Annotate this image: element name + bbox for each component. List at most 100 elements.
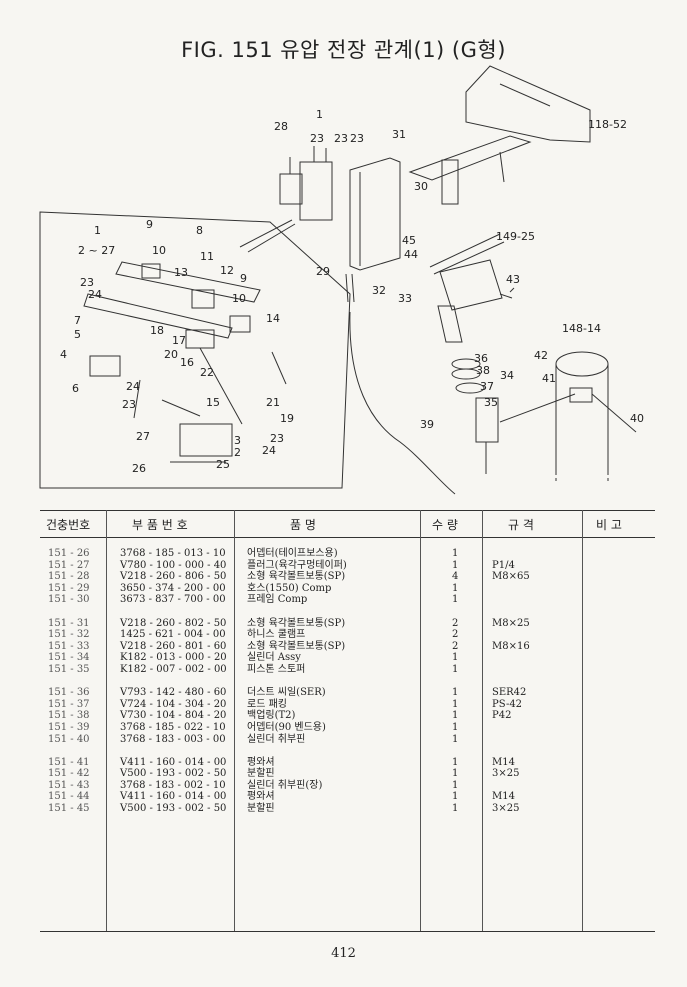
main-frame [465, 65, 591, 143]
cell-no: 151 - 42 [48, 768, 90, 780]
cell-no: 151 - 43 [48, 779, 90, 791]
cell-part: V500 - 193 - 002 - 50 [120, 768, 227, 780]
cell-qty: 1 [452, 733, 459, 745]
cell-name: 소형 육각볼트보통(SP) [247, 617, 346, 629]
cell-qty: 1 [452, 687, 459, 699]
cell-qty: 1 [452, 698, 459, 710]
inset-callout-18: 18 [150, 324, 164, 337]
detail-inset-frame [39, 211, 351, 489]
inset-callout-10a: 10 [152, 244, 166, 257]
inset-callout-8: 8 [196, 224, 203, 237]
cell-no: 151 - 31 [48, 617, 90, 629]
inset-bar-upper [115, 261, 261, 303]
cell-part: 3768 - 183 - 003 - 00 [120, 733, 226, 745]
inset-callout-3: 3 [234, 434, 241, 447]
cell-part: 3768 - 183 - 002 - 10 [120, 779, 226, 791]
cell-no: 151 - 44 [48, 791, 90, 803]
cell-spec: SER42 [492, 687, 527, 699]
inset-callout-24c: 24 [262, 444, 276, 457]
cell-no: 151 - 26 [48, 548, 90, 559]
callout-36: 36 [474, 352, 488, 365]
valve-body [299, 161, 333, 221]
inset-callout-23b: 23 [122, 398, 136, 411]
parts-illustration: 1 23 23 23 28 31 118-52 30 149-25 45 44 … [39, 65, 644, 495]
column-cap [555, 351, 609, 377]
cell-name: 하니스 쿨램프 [247, 629, 306, 641]
cell-name: 실린더 Assy [247, 652, 301, 664]
callout-31: 31 [392, 128, 406, 141]
cell-name: 호스(1550) Comp [247, 582, 332, 594]
cell-qty: 1 [452, 756, 459, 768]
inset-callout-5: 5 [74, 328, 81, 341]
inset-callout-12: 12 [220, 264, 234, 277]
cylinder [475, 397, 499, 443]
cell-qty: 2 [452, 640, 459, 652]
cell-part: V780 - 100 - 000 - 40 [120, 559, 227, 571]
cell-spec: 3×25 [492, 768, 520, 780]
callout-40: 40 [630, 412, 644, 425]
inset-callout-20: 20 [164, 348, 178, 361]
inset-callout-11: 11 [200, 250, 214, 263]
cell-part: 1425 - 621 - 004 - 00 [120, 629, 226, 641]
cell-spec: M8×65 [492, 571, 530, 583]
inset-callout-15: 15 [206, 396, 220, 409]
inset-callout-13: 13 [174, 266, 188, 279]
inset-bar-lower [83, 293, 233, 339]
callout-39: 39 [420, 418, 434, 431]
callout-45: 45 [402, 234, 416, 247]
cell-part: 3673 - 837 - 700 - 00 [120, 594, 226, 606]
cell-no: 151 - 38 [48, 710, 90, 722]
inset-callout-4: 4 [60, 348, 67, 361]
callout-44: 44 [404, 248, 418, 261]
inset-base-plate [179, 423, 233, 457]
exploded-parts-diagram: 1 23 23 23 28 31 118-52 30 149-25 45 44 … [30, 62, 670, 502]
cell-no: 151 - 41 [48, 756, 90, 768]
frame-plate [349, 157, 401, 271]
inset-callout-19: 19 [280, 412, 294, 425]
col-header-no: 건충번호 [46, 518, 91, 532]
cell-name: 소형 육각볼트보통(SP) [247, 571, 346, 583]
cell-no: 151 - 39 [48, 721, 90, 733]
table-bottom-rule [40, 931, 655, 932]
cell-qty: 1 [452, 663, 459, 675]
table-row [40, 676, 655, 688]
cell-no: 151 - 27 [48, 559, 90, 571]
cell-no: 151 - 45 [48, 803, 90, 815]
inset-callout-1: 1 [94, 224, 101, 237]
cell-name: 로드 패킹 [247, 698, 287, 710]
cell-part: K182 - 013 - 000 - 20 [120, 652, 227, 664]
page-title: FIG. 151 유압 전장 관계(1) (G형) [181, 38, 506, 62]
cell-no: 151 - 29 [48, 582, 90, 594]
cell-qty: 4 [452, 571, 459, 583]
col-header-name: 품 명 [290, 518, 316, 532]
cell-name: 어뎁터(90 벤드용) [247, 721, 326, 733]
callout-41: 41 [542, 372, 556, 385]
inset-callout-7: 7 [74, 314, 81, 327]
col-header-spec: 규 격 [508, 518, 534, 532]
cell-qty: 1 [452, 710, 459, 722]
callout-33: 33 [398, 292, 412, 305]
cell-part: V793 - 142 - 480 - 60 [120, 687, 227, 699]
cell-qty: 1 [452, 652, 459, 664]
inset-callout-21: 21 [266, 396, 280, 409]
callout-35: 35 [484, 396, 498, 409]
inset-callout-14: 14 [266, 312, 280, 325]
callout-149-25: 149-25 [496, 230, 535, 243]
callout-23b: 23 [334, 132, 348, 145]
cell-name: 실린더 취부핀 [247, 733, 306, 745]
cell-no: 151 - 33 [48, 640, 90, 652]
col-header-note: 비 고 [596, 518, 622, 532]
inset-callout-16: 16 [180, 356, 194, 369]
table-header: 건충번호 부 품 번 호 품 명 수 량 규 격 비 고 [40, 510, 655, 538]
cell-qty: 1 [452, 768, 459, 780]
callout-37: 37 [480, 380, 494, 393]
